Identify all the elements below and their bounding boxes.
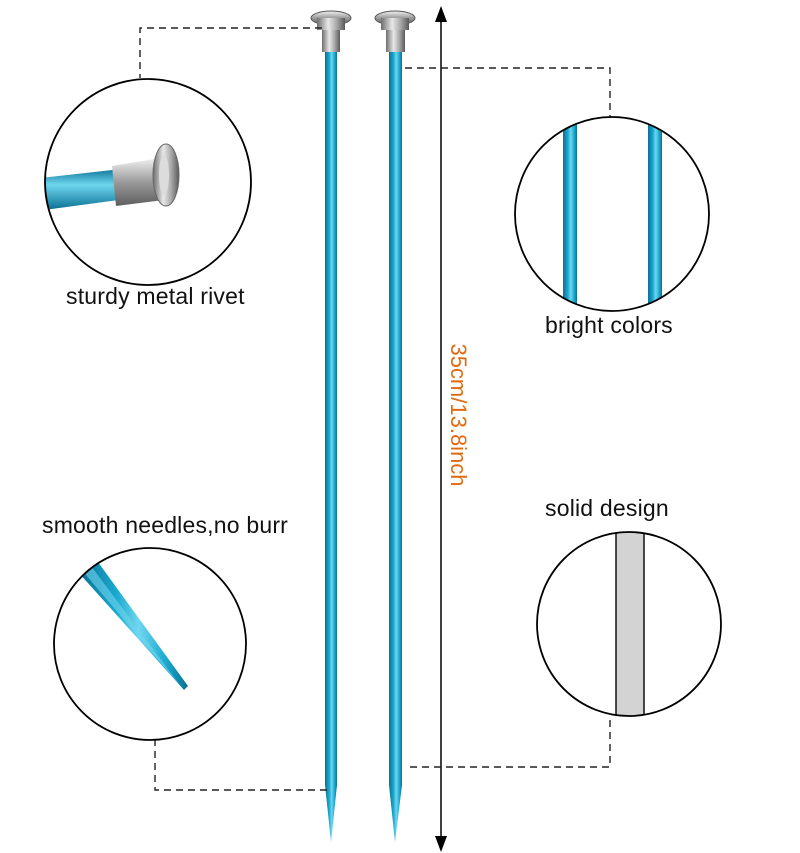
bright-colors-label: bright colors	[545, 312, 673, 338]
length-measurement-label: 35cm/13.8inch	[446, 343, 471, 487]
solid-design-label: solid design	[545, 495, 669, 521]
rivet-feature-label: sturdy metal rivet	[66, 283, 245, 309]
solid-design-circle	[536, 531, 722, 717]
smooth-needles-label: smooth needles,no burr	[42, 512, 289, 538]
double-headed-vertical-arrow-icon	[435, 6, 447, 852]
knitting-needle-right	[374, 10, 416, 842]
knitting-needle-left	[310, 10, 352, 842]
smooth-tip-circle	[53, 547, 247, 741]
dashed-callout-lines-icon	[139, 27, 611, 791]
bright-colors-circle	[514, 116, 710, 312]
rivet-detail-circle	[44, 78, 252, 286]
